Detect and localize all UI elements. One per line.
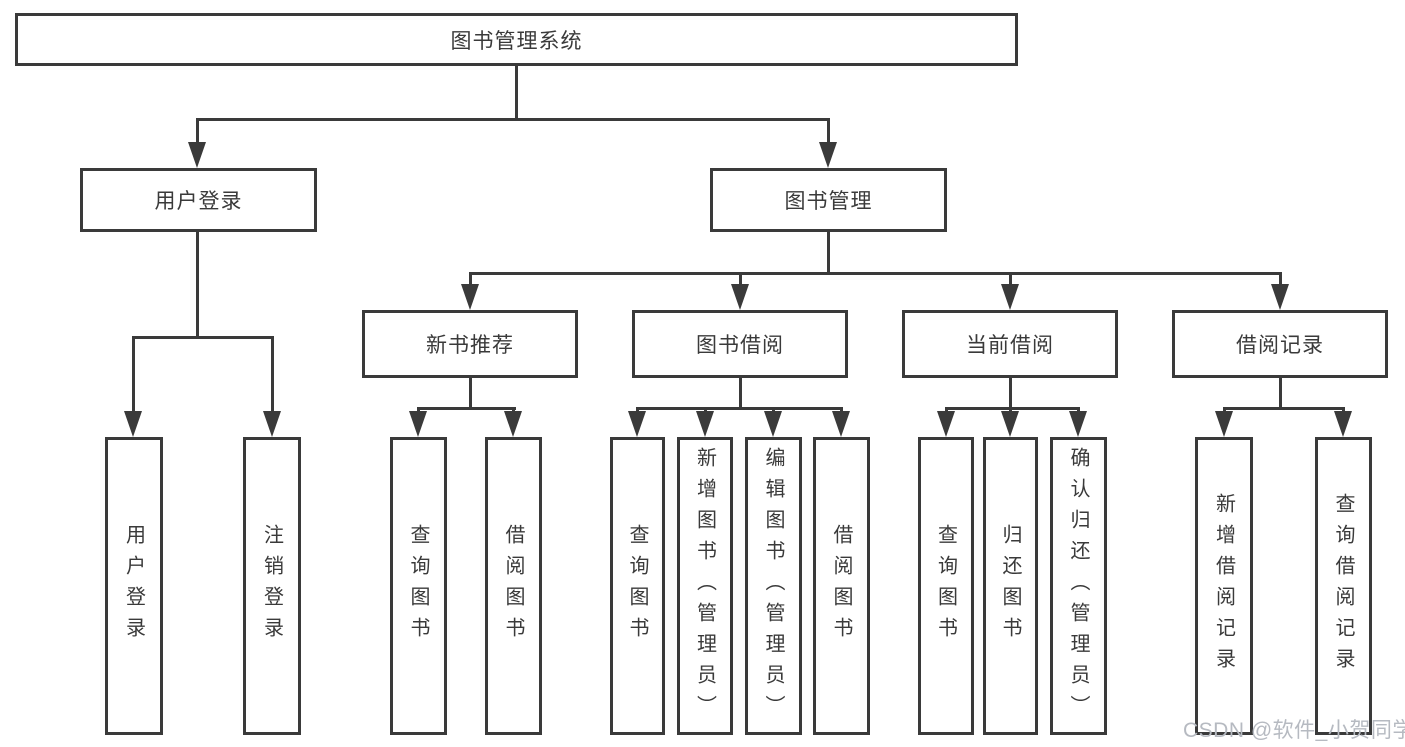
node-book-management: 图书管理 — [710, 168, 947, 232]
leaf-return-book: 归还图书 — [983, 437, 1038, 735]
connector-line — [196, 118, 199, 144]
connector-line — [704, 407, 707, 414]
leaf-label: 查询图书 — [934, 524, 957, 648]
node-current-borrow-label: 当前借阅 — [966, 334, 1054, 357]
arrowhead-icon — [832, 411, 850, 437]
connector-line — [417, 407, 516, 410]
node-current-borrow: 当前借阅 — [902, 310, 1118, 378]
connector-line — [132, 336, 274, 339]
leaf-query-book-recommend: 查询图书 — [390, 437, 447, 735]
node-new-book-recommend: 新书推荐 — [362, 310, 578, 378]
leaf-query-book-borrow: 查询图书 — [610, 437, 665, 735]
connector-line — [469, 272, 472, 286]
arrowhead-icon — [461, 284, 479, 310]
connector-line — [827, 232, 830, 272]
arrowhead-icon — [696, 411, 714, 437]
leaf-label: 借阅图书 — [830, 524, 852, 648]
connector-line — [840, 407, 843, 414]
arrowhead-icon — [1215, 411, 1233, 437]
leaf-user-login: 用户登录 — [105, 437, 163, 735]
connector-line — [739, 378, 742, 407]
leaf-label: 注销登录 — [260, 524, 283, 648]
leaf-label: 归还图书 — [999, 524, 1021, 648]
csdn-watermark: CSDN @软件_小贺同学 — [1183, 719, 1405, 742]
node-book-borrow-label: 图书借阅 — [696, 334, 784, 357]
node-book-borrow: 图书借阅 — [632, 310, 848, 378]
leaf-query-borrow-record: 查询借阅记录 — [1315, 437, 1372, 735]
connector-line — [1223, 407, 1226, 414]
leaf-label: 编辑图书（管理员） — [762, 446, 784, 726]
connector-line — [636, 407, 843, 410]
leaf-label: 用户登录 — [122, 524, 145, 648]
leaf-label: 查询借阅记录 — [1332, 493, 1354, 679]
leaf-logout: 注销登录 — [243, 437, 301, 735]
leaf-edit-book-admin: 编辑图书（管理员） — [745, 437, 802, 735]
connector-line — [469, 378, 472, 407]
arrowhead-icon — [819, 142, 837, 168]
arrowhead-icon — [1001, 284, 1019, 310]
leaf-label: 新增借阅记录 — [1212, 493, 1235, 679]
arrowhead-icon — [1334, 411, 1352, 437]
connector-line — [739, 272, 742, 286]
arrowhead-icon — [504, 411, 522, 437]
arrowhead-icon — [1271, 284, 1289, 310]
connector-line — [515, 66, 518, 118]
arrowhead-icon — [1069, 411, 1087, 437]
connector-line — [469, 272, 1282, 275]
connector-line — [945, 407, 948, 414]
node-new-book-recommend-label: 新书推荐 — [426, 334, 514, 357]
leaf-label: 查询图书 — [407, 524, 429, 648]
connector-line — [772, 407, 775, 414]
connector-line — [271, 336, 274, 414]
connector-line — [196, 118, 830, 121]
connector-line — [132, 336, 135, 414]
leaf-label: 借阅图书 — [502, 524, 524, 648]
leaf-confirm-return-admin: 确认归还（管理员） — [1050, 437, 1107, 735]
arrowhead-icon — [409, 411, 427, 437]
arrowhead-icon — [628, 411, 646, 437]
arrowhead-icon — [124, 411, 142, 437]
connector-line — [1009, 407, 1012, 414]
leaf-label: 新增图书（管理员） — [693, 446, 716, 726]
connector-line — [827, 118, 830, 144]
connector-line — [196, 232, 199, 336]
arrowhead-icon — [731, 284, 749, 310]
connector-line — [636, 407, 639, 414]
connector-line — [512, 407, 515, 414]
node-borrow-record-label: 借阅记录 — [1236, 334, 1324, 357]
arrowhead-icon — [263, 411, 281, 437]
leaf-label: 查询图书 — [626, 524, 648, 648]
arrowhead-icon — [188, 142, 206, 168]
leaf-add-borrow-record: 新增借阅记录 — [1195, 437, 1253, 735]
connector-line — [1279, 378, 1282, 407]
connector-line — [1342, 407, 1345, 414]
leaf-label: 确认归还（管理员） — [1067, 446, 1089, 726]
node-book-management-label: 图书管理 — [784, 190, 873, 213]
connector-line — [1223, 407, 1345, 410]
connector-line — [1009, 378, 1012, 407]
node-root: 图书管理系统 — [15, 13, 1018, 66]
node-user-login-label: 用户登录 — [154, 190, 243, 213]
leaf-add-book-admin: 新增图书（管理员） — [677, 437, 733, 735]
arrowhead-icon — [937, 411, 955, 437]
leaf-query-book-current: 查询图书 — [918, 437, 974, 735]
node-borrow-record: 借阅记录 — [1172, 310, 1388, 378]
leaf-borrow-book-recommend: 借阅图书 — [485, 437, 542, 735]
arrowhead-icon — [1001, 411, 1019, 437]
node-root-label: 图书管理系统 — [450, 29, 583, 53]
connector-line — [1077, 407, 1080, 414]
connector-line — [417, 407, 420, 414]
leaf-borrow-book: 借阅图书 — [813, 437, 870, 735]
arrowhead-icon — [764, 411, 782, 437]
connector-line — [945, 407, 1080, 410]
node-user-login: 用户登录 — [80, 168, 317, 232]
connector-line — [1009, 272, 1012, 286]
connector-line — [1279, 272, 1282, 286]
